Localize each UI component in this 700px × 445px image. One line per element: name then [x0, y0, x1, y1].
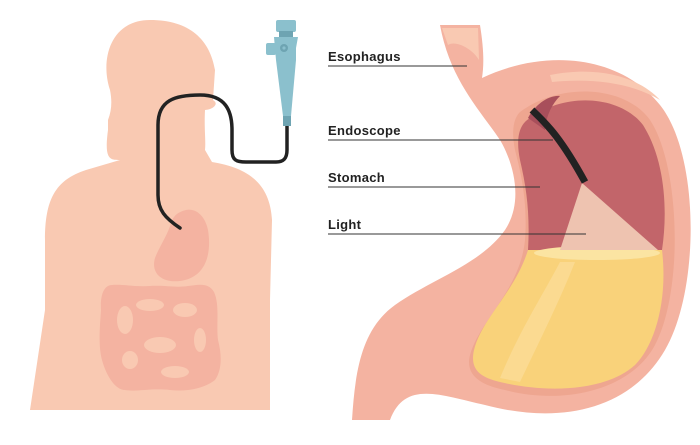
esophagus-label: Esophagus	[328, 49, 401, 64]
intestine-folds	[117, 299, 206, 378]
endoscope-label: Endoscope	[328, 123, 401, 138]
label-leader-lines	[328, 65, 586, 235]
light-beam	[560, 183, 658, 250]
endoscope-tube-body	[156, 93, 289, 230]
light-label: Light	[328, 217, 362, 232]
stomach-label: Stomach	[328, 170, 386, 185]
small-stomach	[154, 209, 210, 282]
endoscope-tube-stomach	[529, 107, 589, 184]
abdominal-organs	[99, 209, 221, 391]
stomach-cross-section	[352, 25, 691, 420]
endoscope-handle	[266, 20, 298, 126]
